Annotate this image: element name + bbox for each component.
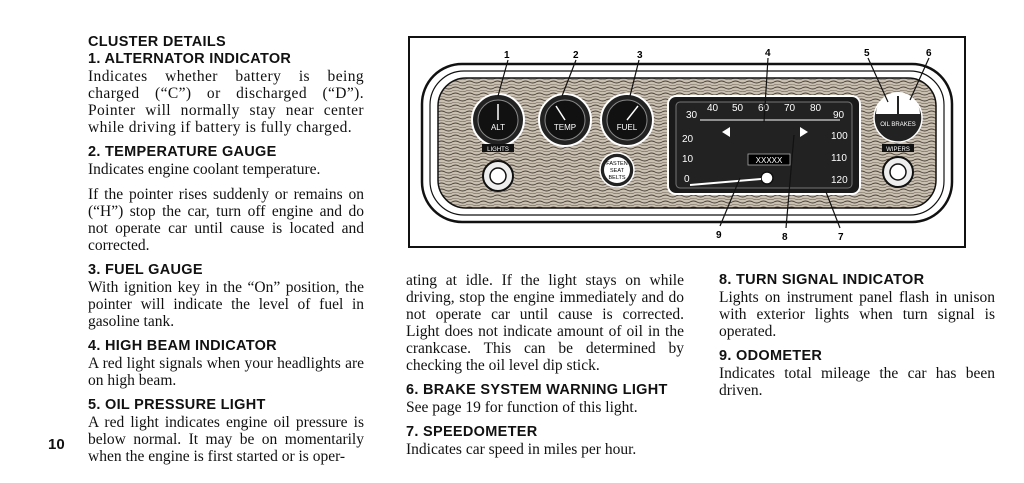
text-temperature-warning: If the pointer rises suddenly or remains… <box>88 186 364 254</box>
fuel-gauge: FUEL <box>600 93 654 147</box>
speedometer: 30 40 50 60 70 80 90 20 10 0 100 110 120… <box>667 95 861 195</box>
tick-40: 40 <box>707 103 719 114</box>
tick-100: 100 <box>831 131 848 142</box>
heading-oil-pressure: 5. OIL PRESSURE LIGHT <box>88 397 266 413</box>
lights-label: LIGHTS <box>487 147 509 153</box>
callout-2: 2 <box>573 50 579 61</box>
callout-lines <box>497 57 930 229</box>
heading-speedometer: 7. SPEEDOMETER <box>406 424 538 440</box>
temp-label: TEMP <box>554 123 576 132</box>
page-number: 10 <box>48 436 65 453</box>
left-turn-arrow-icon <box>722 127 730 137</box>
fuel-label: FUEL <box>617 123 638 132</box>
instrument-cluster-figure: ALT TEMP FUEL LIGHTS FASTEN SEAT BE <box>408 36 966 248</box>
callout-5: 5 <box>864 48 870 59</box>
seatbelt-label-1: FASTEN <box>606 161 627 167</box>
section-title: CLUSTER DETAILS <box>88 34 226 50</box>
text-temperature: Indicates engine coolant temperature. <box>88 161 321 178</box>
alternator-gauge: ALT <box>471 93 525 147</box>
tick-70: 70 <box>784 103 796 114</box>
seatbelt-label-3: BELTS <box>608 175 625 181</box>
alt-label: ALT <box>491 123 505 132</box>
speed-needle <box>689 178 762 186</box>
callout-3: 3 <box>637 50 643 61</box>
brake-oil-light: OIL BRAKES <box>873 92 923 143</box>
odometer-window <box>747 153 791 166</box>
text-speedometer: Indicates car speed in miles per hour. <box>406 441 637 458</box>
heading-brake-warning: 6. BRAKE SYSTEM WARNING LIGHT <box>406 382 668 398</box>
cluster-illustration: ALT TEMP FUEL LIGHTS FASTEN SEAT BE <box>420 48 954 243</box>
text-oil-continued: ating at idle. If the light stays on whi… <box>406 272 684 374</box>
heading-alternator: 1. ALTERNATOR INDICATOR <box>88 51 292 67</box>
tick-90: 90 <box>833 110 845 121</box>
text-turn-signal: Lights on instrument panel flash in unis… <box>719 289 995 340</box>
callout-8: 8 <box>782 232 788 243</box>
heading-odometer: 9. ODOMETER <box>719 348 823 364</box>
tick-80: 80 <box>810 103 822 114</box>
text-fuel: With ignition key in the “On” position, … <box>88 279 364 330</box>
tick-0: 0 <box>684 174 690 185</box>
tick-10: 10 <box>682 154 694 165</box>
text-high-beam: A red light signals when your headlights… <box>88 355 364 389</box>
right-column: 8. TURN SIGNAL INDICATOR Lights on instr… <box>719 272 995 399</box>
lights-switch: LIGHTS <box>482 144 514 192</box>
callout-6: 6 <box>926 48 932 59</box>
tick-120: 120 <box>831 175 848 186</box>
needle-hub <box>760 171 774 185</box>
tick-60: 60 <box>758 103 770 114</box>
seatbelt-light: FASTEN SEAT BELTS <box>599 152 635 188</box>
tick-30: 30 <box>686 110 698 121</box>
wipers-switch: WIPERS <box>882 144 914 188</box>
seatbelt-label-2: SEAT <box>610 168 625 174</box>
heading-high-beam: 4. HIGH BEAM INDICATOR <box>88 338 277 354</box>
text-brake-warning: See page 19 for function of this light. <box>406 399 638 416</box>
heading-fuel: 3. FUEL GAUGE <box>88 262 203 278</box>
callout-9: 9 <box>716 230 722 241</box>
callout-7: 7 <box>838 232 844 243</box>
tick-110: 110 <box>831 153 847 164</box>
right-turn-arrow-icon <box>800 127 808 137</box>
text-alternator: Indicates whether battery is being charg… <box>88 68 364 136</box>
heading-turn-signal: 8. TURN SIGNAL INDICATOR <box>719 272 925 288</box>
tick-20: 20 <box>682 134 694 145</box>
callout-numbers: 1 2 3 4 5 6 9 8 7 <box>504 48 932 243</box>
temperature-gauge: TEMP <box>538 93 592 147</box>
left-column: CLUSTER DETAILS 1. ALTERNATOR INDICATOR … <box>88 34 364 465</box>
text-oil-pressure: A red light indicates engine oil pressur… <box>88 414 364 465</box>
text-odometer: Indicates total mileage the car has been… <box>719 365 995 399</box>
wipers-label: WIPERS <box>886 147 910 153</box>
callout-1: 1 <box>504 50 510 61</box>
brakes-label: OIL BRAKES <box>880 122 915 128</box>
tick-50: 50 <box>732 103 744 114</box>
heading-temperature: 2. TEMPERATURE GAUGE <box>88 144 277 160</box>
callout-4: 4 <box>765 48 771 59</box>
middle-column: ating at idle. If the light stays on whi… <box>406 272 684 458</box>
odometer-digits: XXXXX <box>756 156 783 165</box>
